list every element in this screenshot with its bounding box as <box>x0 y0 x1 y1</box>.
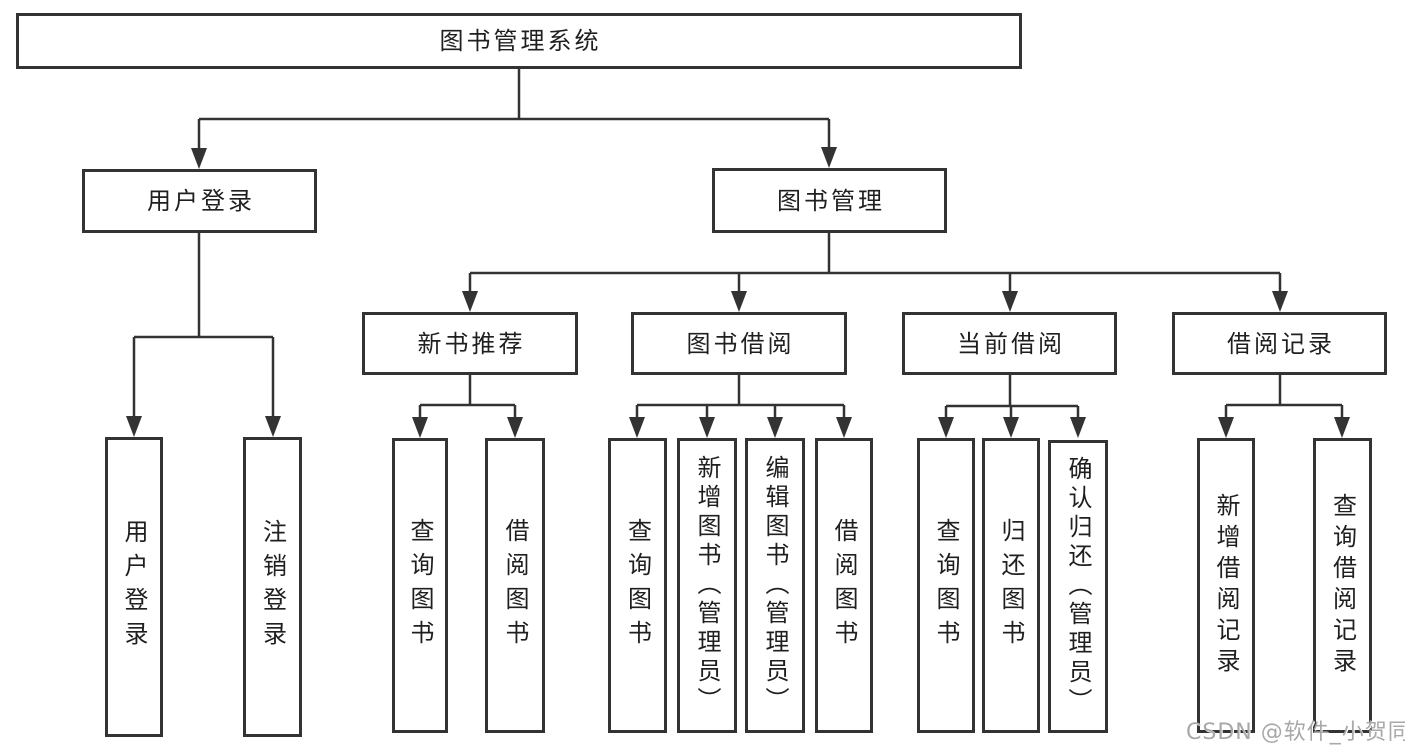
leaf-confirm-return-admin: 确认归还（管理员） <box>1048 440 1108 733</box>
node-new-book-recommendation: 新书推荐 <box>362 312 578 375</box>
node-user-login: 用户登录 <box>82 169 317 233</box>
leaf-recommend-borrow-book: 借阅图书 <box>485 438 545 733</box>
connector-borrowrecord-to-leaves <box>1224 375 1344 420</box>
arrowheads-currentborrow <box>938 417 1086 438</box>
connector-userlogin-to-leaves <box>132 233 275 419</box>
leaf-borrow-query-book: 查询图书 <box>608 438 667 733</box>
node-book-borrowing: 图书借阅 <box>631 312 847 375</box>
arrowheads-borrowrecord <box>1218 417 1350 438</box>
leaf-edit-book-admin: 编辑图书（管理员） <box>745 438 805 733</box>
arrowheads-newbook <box>412 417 523 438</box>
connector-newbook-to-leaves <box>418 375 517 420</box>
arrowheads-userlogin <box>126 416 281 437</box>
node-book-management: 图书管理 <box>712 168 947 233</box>
leaf-recommend-query-book: 查询图书 <box>392 438 448 733</box>
node-borrowing-records: 借阅记录 <box>1172 312 1387 375</box>
leaf-current-query-book: 查询图书 <box>917 438 975 733</box>
arrowheads-level2 <box>191 147 837 169</box>
connector-root-to-level2 <box>197 69 831 151</box>
connector-bookmgmt-to-level3 <box>468 233 1282 294</box>
leaf-query-borrow-record: 查询借阅记录 <box>1313 438 1372 733</box>
connector-currentborrow-to-leaves <box>944 375 1080 420</box>
leaf-add-book-admin: 新增图书（管理员） <box>677 438 737 733</box>
arrowheads-bookborrow <box>629 417 852 438</box>
node-library-system: 图书管理系统 <box>16 13 1022 69</box>
connector-bookborrow-to-leaves <box>635 375 846 420</box>
arrowheads-level3 <box>462 291 1288 312</box>
leaf-user-login: 用户登录 <box>105 437 163 737</box>
node-current-borrowing: 当前借阅 <box>902 312 1117 375</box>
leaf-return-book: 归还图书 <box>982 438 1040 733</box>
leaf-logout: 注销登录 <box>243 437 302 737</box>
leaf-borrow-book: 借阅图书 <box>815 438 873 733</box>
leaf-add-borrow-record: 新增借阅记录 <box>1197 438 1255 733</box>
csdn-watermark: CSDN @软件_小贺同学 <box>1186 720 1405 745</box>
